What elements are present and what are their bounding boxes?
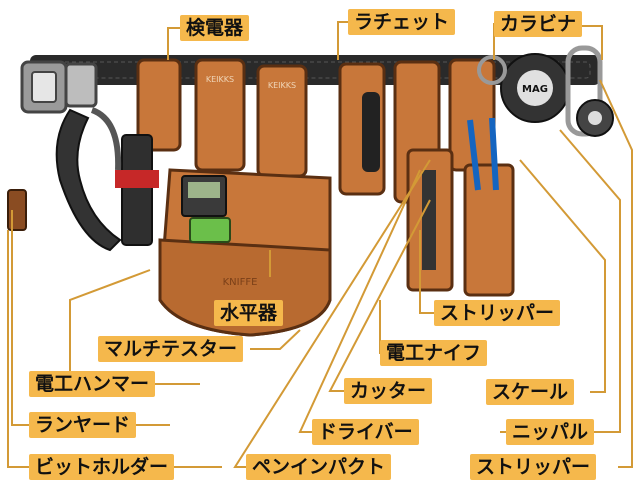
- tape-brand: MAG: [522, 84, 548, 95]
- label-karabina: カラビナ: [494, 11, 583, 37]
- label-stripper-bottom: ストリッパー: [470, 454, 597, 480]
- pouch-brand-label: KEIKKS: [206, 75, 234, 84]
- label-suiheiki: 水平器: [214, 300, 284, 326]
- label-driver: ドライバー: [312, 419, 419, 445]
- label-nippers: ニッパル: [506, 419, 595, 445]
- label-kendenki: 検電器: [180, 15, 250, 41]
- belt-ring: [477, 55, 507, 85]
- label-bit-holder: ビットホルダー: [29, 454, 175, 480]
- label-denko-knife: 電工ナイフ: [380, 340, 488, 366]
- lanyard-hook: [55, 107, 122, 252]
- label-rachetto: ラチェット: [348, 9, 456, 35]
- carabiner: [565, 45, 614, 137]
- label-maruchi-tester: マルチテスター: [98, 336, 244, 362]
- label-cutter: カッター: [344, 378, 433, 404]
- label-lanyard: ランヤード: [29, 412, 137, 438]
- leader-lines: [7, 21, 633, 468]
- label-pen-impact: ペンインパクト: [246, 454, 392, 480]
- bit-holder: [7, 189, 27, 231]
- main-pouch: KNIFFE: [158, 168, 332, 337]
- pouch-brand-label-2: KEIKKS: [268, 81, 296, 90]
- hammer: [115, 134, 159, 246]
- label-scale: スケール: [486, 379, 575, 405]
- label-denko-hammer: 電工ハンマー: [29, 371, 156, 397]
- label-stripper-mid: ストリッパー: [434, 300, 561, 326]
- belt-buckle: [20, 60, 98, 114]
- bag-brand-label: KNIFFE: [223, 277, 258, 288]
- upper-pouches: KEIKKS KEIKKS: [136, 58, 496, 204]
- tape-measure: MAG: [500, 53, 570, 123]
